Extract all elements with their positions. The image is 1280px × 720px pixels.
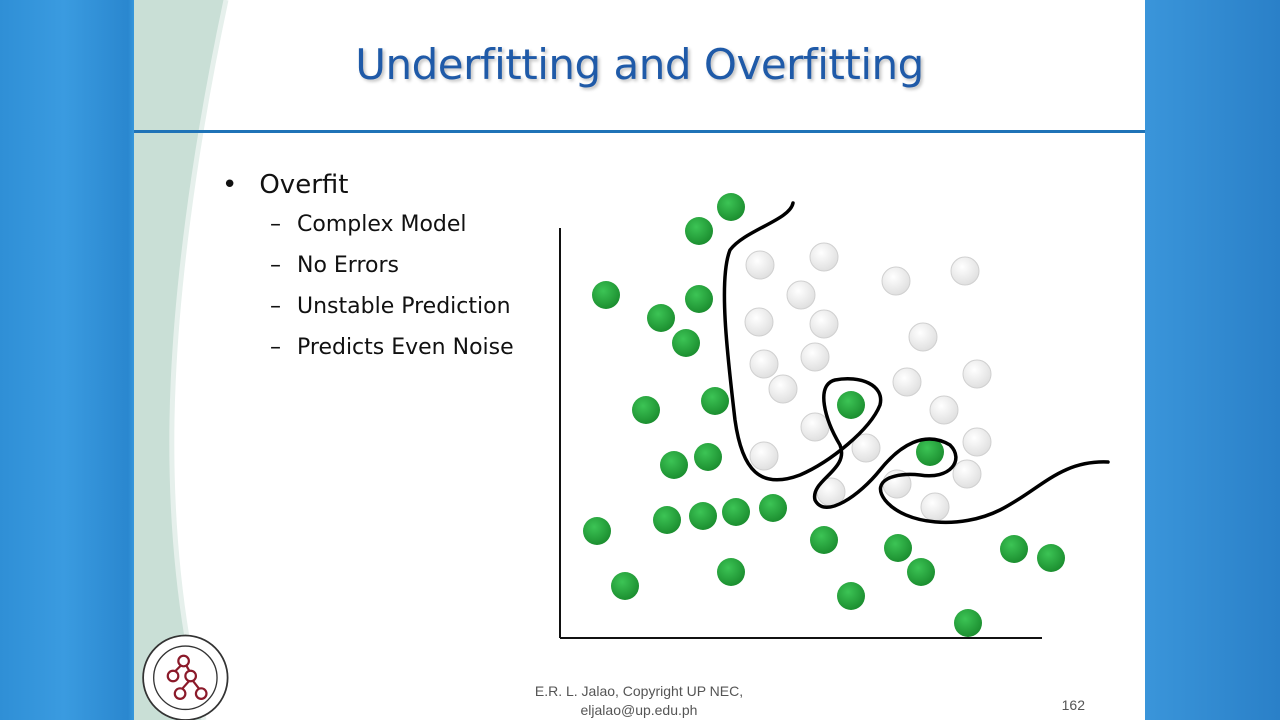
- white-point: [881, 266, 911, 296]
- subbullet-text: Predicts Even Noise: [297, 335, 514, 360]
- green-point: [722, 498, 750, 526]
- green-point: [647, 304, 675, 332]
- white-point: [768, 374, 798, 404]
- white-point: [929, 395, 959, 425]
- green-point: [653, 506, 681, 534]
- green-point: [592, 281, 620, 309]
- green-point: [916, 438, 944, 466]
- white-point: [809, 309, 839, 339]
- white-point: [744, 307, 774, 337]
- green-point: [884, 534, 912, 562]
- dash: –: [270, 335, 281, 360]
- green-point: [632, 396, 660, 424]
- white-point: [800, 412, 830, 442]
- footer-email: eljalao@up.edu.ph: [580, 702, 698, 718]
- white-point: [749, 349, 779, 379]
- green-point: [907, 558, 935, 586]
- page-number: 162: [1061, 697, 1085, 713]
- green-point: [694, 443, 722, 471]
- green-point: [583, 517, 611, 545]
- green-point: [685, 217, 713, 245]
- white-point: [962, 427, 992, 457]
- white-point: [809, 242, 839, 272]
- white-point: [962, 359, 992, 389]
- subbullet: –Predicts Even Noise: [270, 335, 514, 364]
- green-point: [717, 558, 745, 586]
- dash: –: [270, 253, 281, 278]
- slide-title: Underfitting and Overfitting: [355, 40, 924, 89]
- subbullet-text: No Errors: [297, 253, 399, 278]
- green-point: [1037, 544, 1065, 572]
- subbullet-text: Complex Model: [297, 212, 467, 237]
- white-point: [800, 342, 830, 372]
- white-point: [851, 433, 881, 463]
- green-point: [611, 572, 639, 600]
- subbullet-text: Unstable Prediction: [297, 294, 511, 319]
- white-point: [952, 459, 982, 489]
- footer-line1: E.R. L. Jalao, Copyright UP NEC,: [534, 683, 744, 699]
- bullet-list: • Overfit –Complex Model –No Errors –Uns…: [222, 170, 514, 364]
- green-point: [954, 609, 982, 637]
- green-point: [1000, 535, 1028, 563]
- white-point: [920, 492, 950, 522]
- green-point: [759, 494, 787, 522]
- bullet-overfit: • Overfit: [222, 170, 514, 200]
- green-point: [672, 329, 700, 357]
- white-point: [892, 367, 922, 397]
- white-point: [908, 322, 938, 352]
- green-point: [837, 582, 865, 610]
- dash: –: [270, 294, 281, 319]
- green-point: [701, 387, 729, 415]
- white-point: [745, 250, 775, 280]
- green-point: [660, 451, 688, 479]
- bullet-text: Overfit: [259, 170, 349, 200]
- center-logo: [142, 634, 229, 720]
- dash: –: [270, 212, 281, 237]
- green-point: [689, 502, 717, 530]
- bullet-marker: •: [222, 170, 238, 200]
- green-point: [837, 391, 865, 419]
- footer: E.R. L. Jalao, Copyright UP NEC, eljalao…: [514, 682, 764, 720]
- white-point: [749, 441, 779, 471]
- title-divider: [134, 130, 1145, 133]
- green-point: [717, 193, 745, 221]
- white-point: [950, 256, 980, 286]
- subbullet: –Complex Model: [270, 212, 514, 241]
- overfit-decision-curve: [722, 201, 1110, 525]
- green-point: [810, 526, 838, 554]
- subbullet: –Unstable Prediction: [270, 294, 514, 323]
- white-point: [786, 280, 816, 310]
- green-point: [685, 285, 713, 313]
- subbullet: –No Errors: [270, 253, 514, 282]
